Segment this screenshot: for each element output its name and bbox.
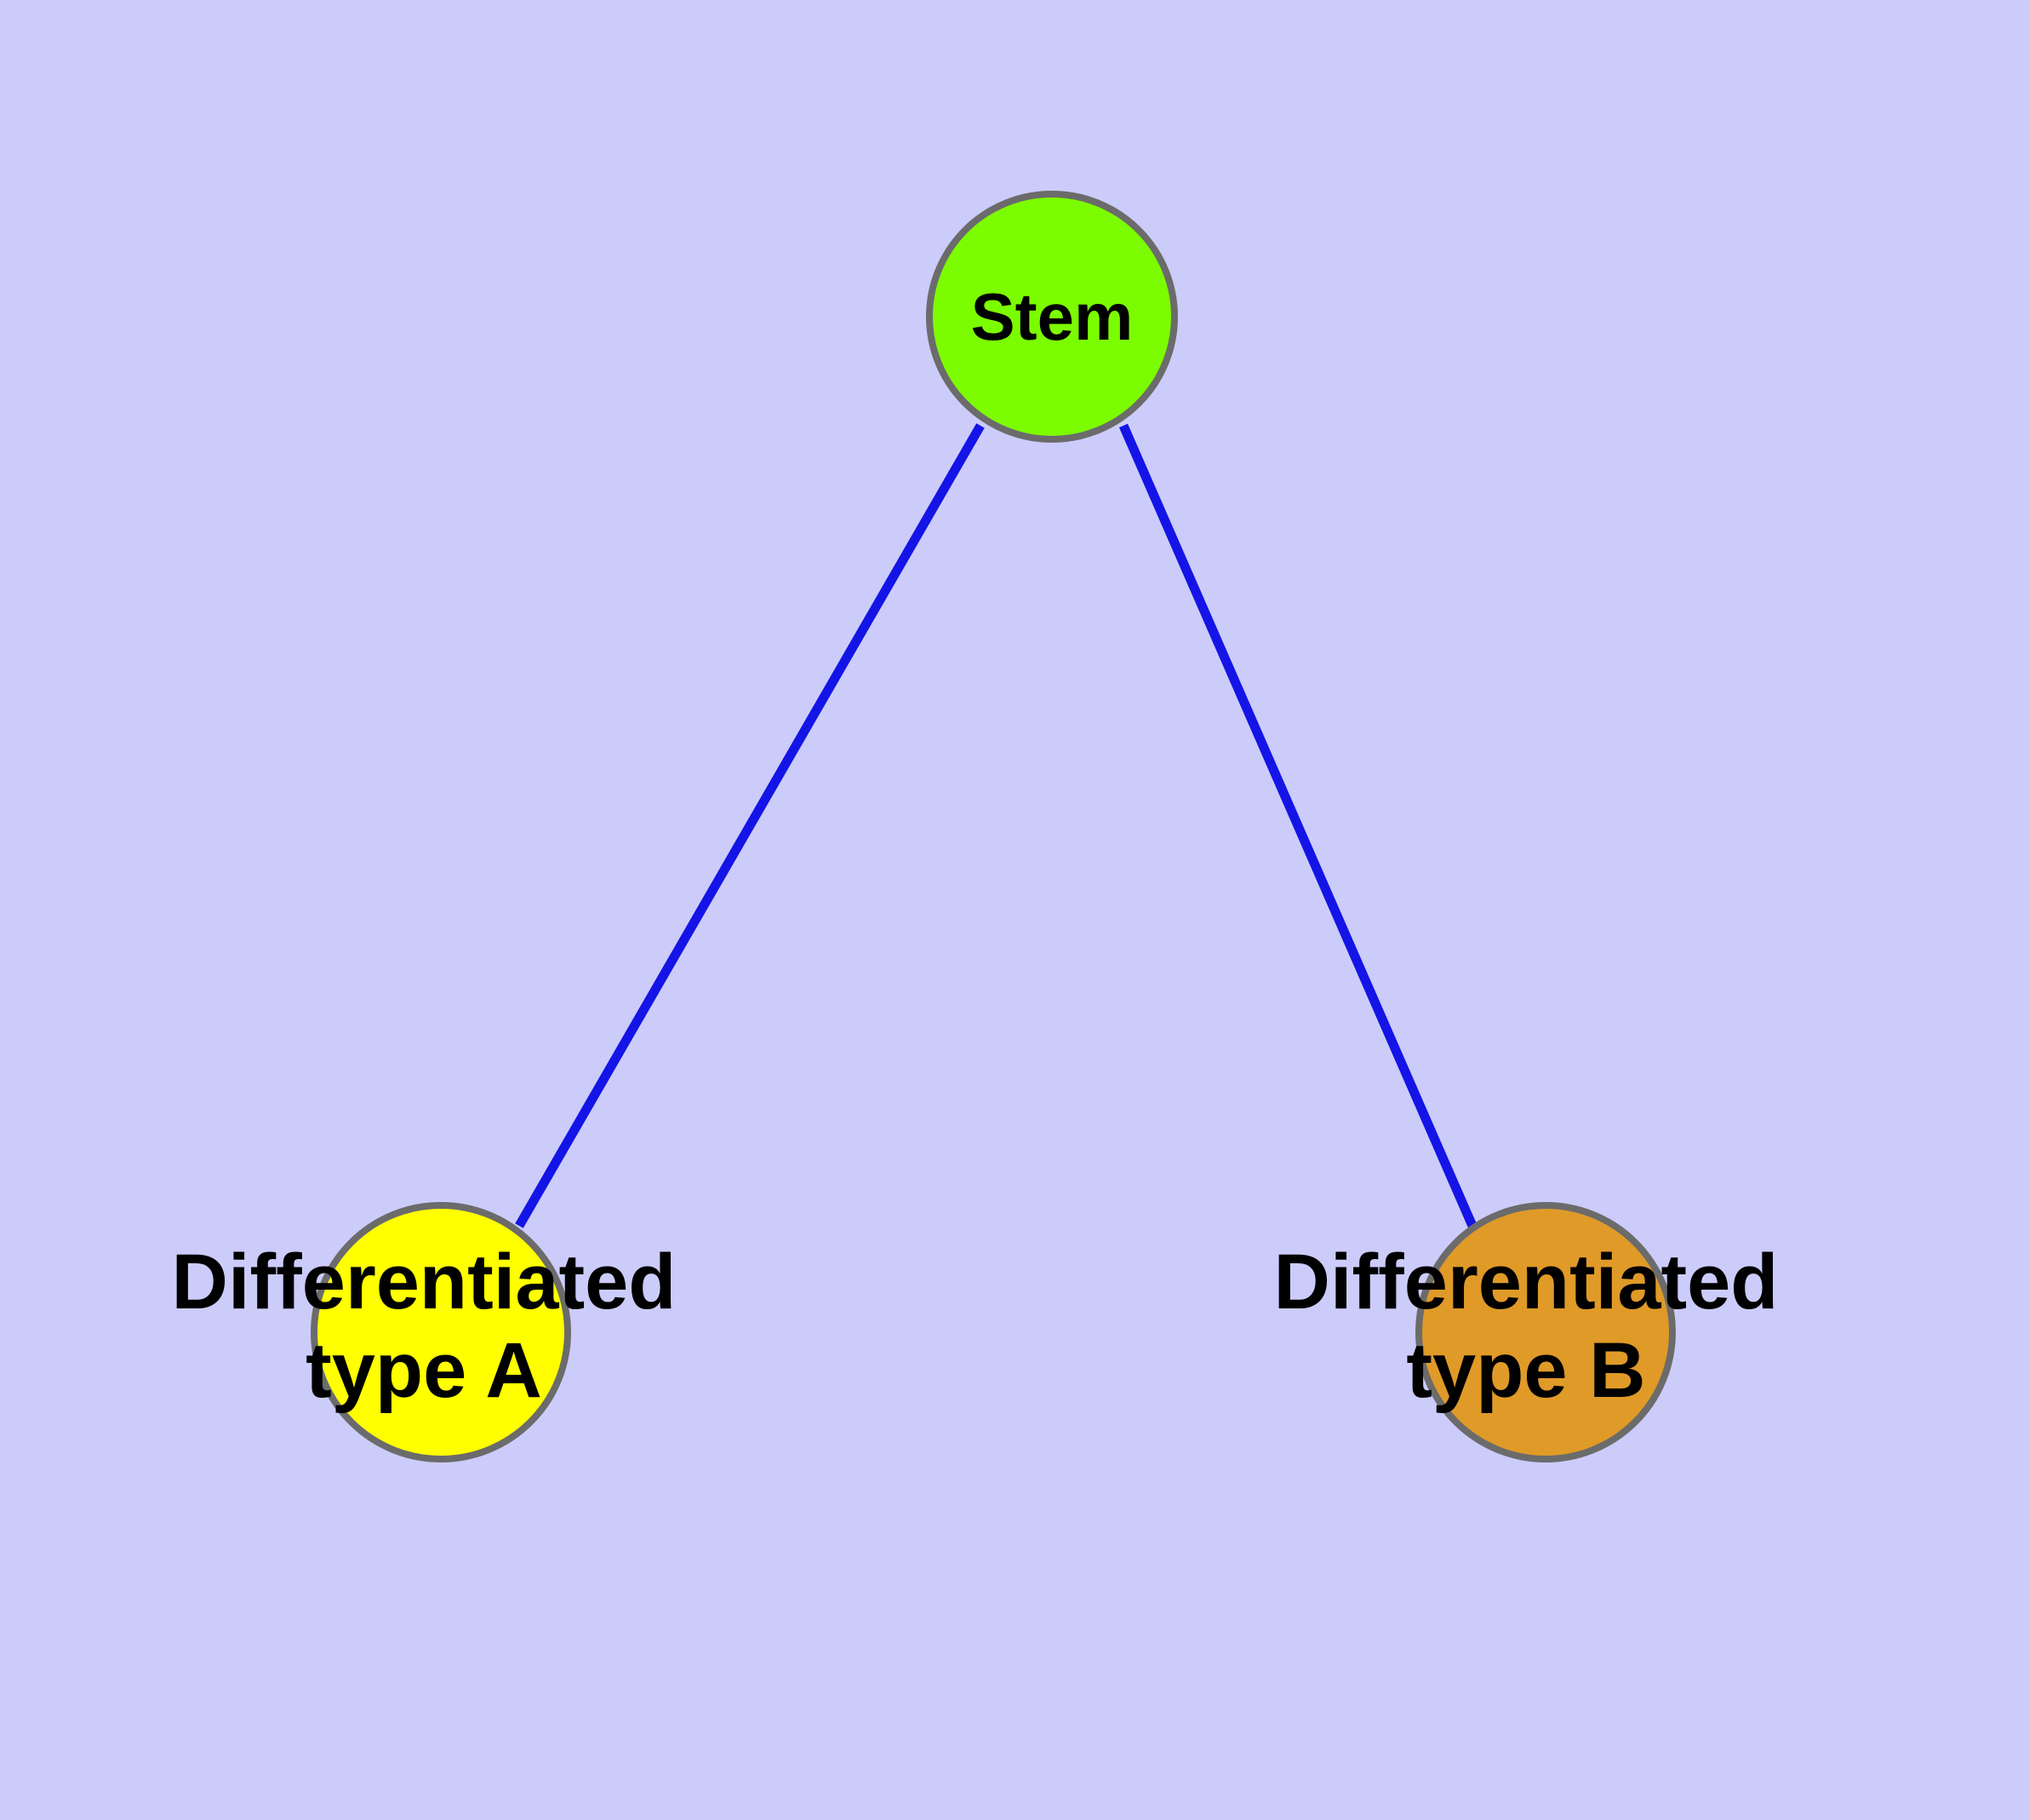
- edge-stem-diff-a[interactable]: [515, 423, 985, 1228]
- node-label-line: type A: [306, 1327, 542, 1414]
- node-label-line: Differentiated: [172, 1239, 677, 1325]
- node-label-line: Differentiated: [1274, 1239, 1779, 1325]
- edges-group: [515, 423, 1477, 1228]
- nodes-group: [311, 191, 1676, 1462]
- node-diff-a[interactable]: [311, 1202, 571, 1462]
- node-label-line: Stem: [971, 279, 1134, 354]
- node-label-stem: Stem: [971, 279, 1134, 354]
- node-stem[interactable]: [926, 191, 1178, 443]
- node-label-line: type B: [1406, 1327, 1645, 1414]
- node-diff-b[interactable]: [1415, 1202, 1676, 1462]
- edge-stem-diff-b[interactable]: [1118, 423, 1477, 1228]
